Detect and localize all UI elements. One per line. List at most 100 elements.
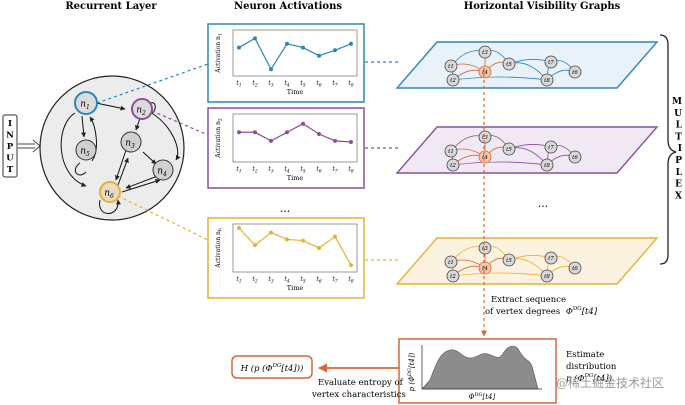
svg-text:t2: t2 <box>450 78 456 84</box>
entropy-box: H (p (ΦDG[t4])) <box>231 355 313 379</box>
neuron-n3: n3 <box>120 131 142 153</box>
multiplex-letter: X <box>675 191 682 201</box>
hvg-node-t4: t4 <box>478 65 492 79</box>
estimate-distribution-label: Estimate distribution p (ΦDG[t4]) <box>566 350 617 384</box>
time-axis-label: Time <box>287 174 304 182</box>
svg-text:t5: t5 <box>506 62 512 68</box>
svg-text:t6: t6 <box>572 266 578 272</box>
time-tick: t6 <box>316 166 321 175</box>
hvg-node-t1: t1 <box>444 255 458 269</box>
activation-point <box>269 67 273 72</box>
activation-point <box>253 243 257 248</box>
extract-sequence-label: Extract sequence of vertex degrees ΦDG[t… <box>485 295 598 317</box>
activation-point <box>317 246 321 250</box>
activation-point <box>349 140 353 144</box>
activation-ylabel: Activation n1 <box>215 33 224 74</box>
activation-ylabel: Activation n2 <box>215 118 224 159</box>
activation-point <box>237 45 241 50</box>
activation-point <box>253 130 257 135</box>
svg-text:Evaluate entropy of: Evaluate entropy of <box>318 378 404 388</box>
input-arrow <box>18 139 41 153</box>
time-tick: t6 <box>316 276 321 285</box>
distribution-xlabel: ΦDG[t4] <box>469 392 496 401</box>
svg-text:t4: t4 <box>482 266 488 272</box>
recurrent-edges <box>60 102 181 214</box>
time-tick: t8 <box>348 166 353 175</box>
input-letter: I <box>8 119 12 129</box>
hvg-node-t4: t4 <box>478 150 492 164</box>
watermark: @稀土掘金技术社区 <box>556 375 664 390</box>
time-tick: t3 <box>268 166 273 175</box>
time-tick: t2 <box>252 80 257 89</box>
neuron-n5: n5 <box>75 139 97 161</box>
panels-ellipsis: ... <box>280 202 291 215</box>
svg-text:t4: t4 <box>482 70 488 76</box>
time-tick: t3 <box>268 80 273 89</box>
svg-text:t8: t8 <box>544 274 550 280</box>
time-tick: t5 <box>300 276 305 285</box>
svg-text:n2: n2 <box>136 106 146 118</box>
time-axis-label: Time <box>287 88 304 96</box>
time-tick: t4 <box>284 276 289 285</box>
activation-point <box>333 234 337 239</box>
evaluate-entropy-label: Evaluate entropy of vertex characteristi… <box>311 378 406 400</box>
svg-text:t2: t2 <box>450 274 456 280</box>
input-letter: T <box>7 165 14 175</box>
time-tick: t7 <box>332 166 337 175</box>
neuron-n1: n1 <box>74 91 98 115</box>
svg-text:t1: t1 <box>448 64 454 70</box>
multiplex-letter: M <box>672 97 682 107</box>
time-tick: t5 <box>300 80 305 89</box>
activation-line <box>238 227 352 266</box>
svg-text:n3: n3 <box>125 139 135 151</box>
svg-text:n4: n4 <box>157 167 167 179</box>
hvg-node-t6: t6 <box>568 65 582 79</box>
svg-text:t2: t2 <box>450 163 456 169</box>
activation-point <box>317 132 321 136</box>
hvg-edge <box>452 161 548 166</box>
multiplex-brace <box>659 34 677 265</box>
multiplex-letter: L <box>676 121 683 131</box>
svg-text:vertex characteristics: vertex characteristics <box>311 390 406 400</box>
hvg-ellipsis: ... <box>538 197 549 210</box>
panel-hvg-connectors <box>365 61 400 261</box>
distribution-box: p (ΦDG[t4]) ΦDG[t4] <box>398 338 557 404</box>
hvg-edge <box>452 76 548 81</box>
activation-point <box>301 121 305 126</box>
svg-text:n1: n1 <box>80 100 90 112</box>
time-tick: t2 <box>252 166 257 175</box>
hvg-node-t3: t3 <box>478 130 492 144</box>
svg-text:t5: t5 <box>506 147 512 153</box>
multiplex-letter: P <box>675 156 682 166</box>
svg-text:p (ΦDG[t4]): p (ΦDG[t4]) <box>566 373 612 384</box>
neuron-n4: n4 <box>152 159 174 181</box>
hvg-node-t7: t7 <box>544 55 558 69</box>
svg-text:t8: t8 <box>544 163 550 169</box>
activation-point <box>333 48 337 53</box>
input-letter: P <box>7 142 14 152</box>
svg-text:H (p (ΦDG[t4])): H (p (ΦDG[t4])) <box>240 363 304 374</box>
header-neuron-activations: Neuron Activations <box>234 1 342 12</box>
activation-point <box>253 36 257 41</box>
svg-text:t7: t7 <box>548 256 554 262</box>
svg-text:t7: t7 <box>548 60 554 66</box>
activation-point <box>285 130 289 135</box>
hvg-node-t4: t4 <box>478 261 492 275</box>
activation-ylabel: Activation n6 <box>215 228 224 269</box>
activation-point <box>285 41 289 46</box>
plot-frame <box>232 29 358 77</box>
time-tick: t6 <box>316 80 321 89</box>
input-letter: N <box>6 131 14 141</box>
activation-point <box>237 226 241 230</box>
svg-text:t7: t7 <box>548 145 554 151</box>
svg-text:t4: t4 <box>482 155 488 161</box>
svg-text:t3: t3 <box>482 50 488 56</box>
hvg-node-t1: t1 <box>444 59 458 73</box>
time-tick: t7 <box>332 276 337 285</box>
